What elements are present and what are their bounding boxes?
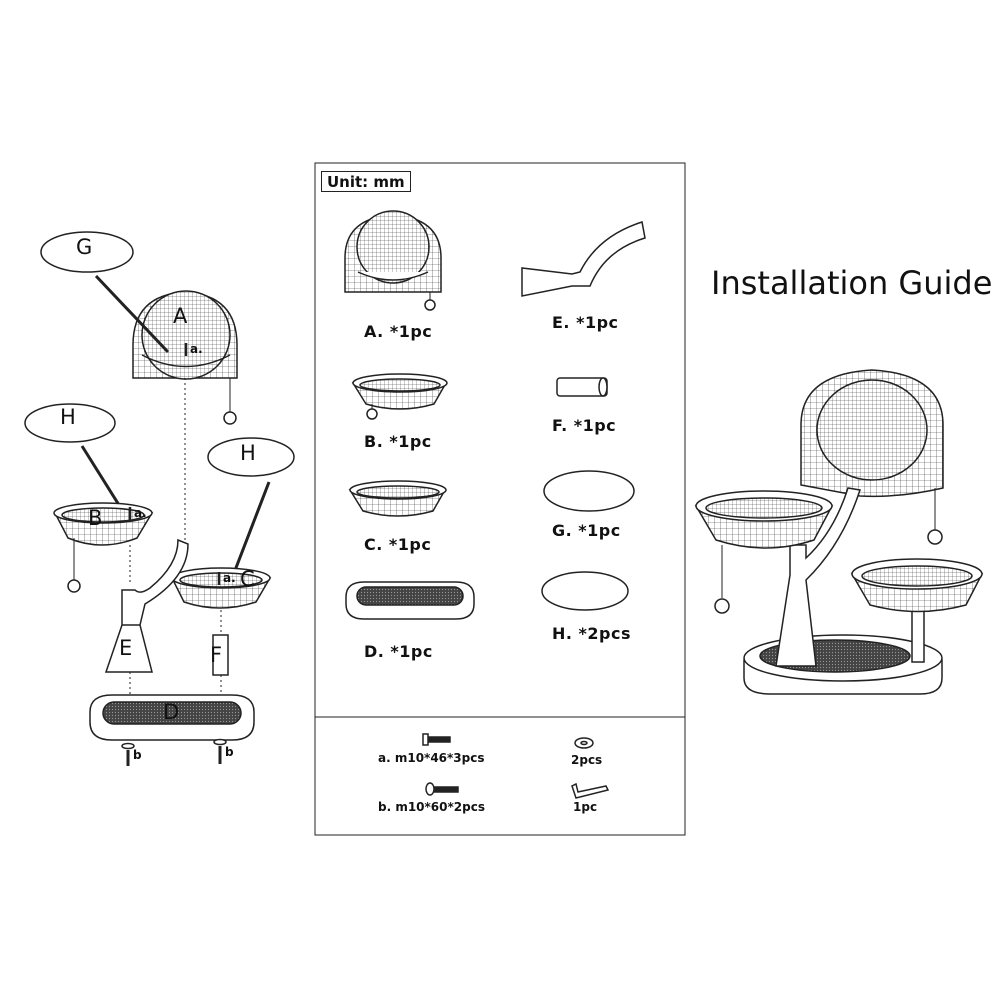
cushion-h1 bbox=[24, 403, 116, 443]
ball-b bbox=[67, 579, 81, 593]
exploded-view bbox=[24, 231, 295, 766]
part-e-label: E. *1pc bbox=[552, 313, 619, 332]
hex-key-label: 1pc bbox=[573, 800, 598, 814]
cushion-h2 bbox=[207, 437, 295, 477]
screw-a-icon bbox=[422, 733, 451, 746]
cushion-g bbox=[40, 231, 134, 273]
unit-label: Unit: mm bbox=[321, 171, 411, 192]
hex-key-icon bbox=[571, 782, 610, 799]
label-b: B bbox=[88, 506, 103, 530]
part-e-icon bbox=[521, 221, 646, 297]
screw-b-icon bbox=[425, 782, 459, 796]
assembled-view bbox=[694, 369, 984, 695]
part-a-label: A. *1pc bbox=[364, 322, 433, 341]
label-a-screw-1: a. bbox=[190, 342, 203, 356]
part-h-label: H. *2pcs bbox=[552, 624, 631, 643]
ball-a bbox=[223, 411, 237, 425]
hardware-a-label: a. m10*46*3pcs bbox=[378, 751, 485, 765]
label-g: G bbox=[76, 235, 93, 259]
label-d: D bbox=[163, 700, 180, 724]
label-b-screw-2: b bbox=[225, 745, 234, 759]
label-a-screw-2: a. bbox=[134, 506, 147, 520]
part-g-icon bbox=[543, 470, 635, 512]
hardware-b-label: b. m10*60*2pcs bbox=[378, 800, 485, 814]
parts-panel bbox=[314, 162, 686, 836]
page-title: Installation Guide bbox=[711, 264, 993, 302]
label-c: C bbox=[240, 567, 255, 591]
label-e: E bbox=[119, 636, 133, 660]
label-a: A bbox=[173, 304, 188, 328]
part-c-label: C. *1pc bbox=[364, 535, 432, 554]
label-h-2: H bbox=[240, 441, 256, 465]
label-f: F bbox=[210, 643, 223, 667]
label-a-screw-3: a. bbox=[223, 571, 236, 585]
part-h-icon bbox=[541, 571, 629, 611]
post-e bbox=[104, 538, 189, 673]
part-g-label: G. *1pc bbox=[552, 521, 621, 540]
part-b-label: B. *1pc bbox=[364, 432, 432, 451]
part-f-label: F. *1pc bbox=[552, 416, 617, 435]
label-h-1: H bbox=[60, 405, 76, 429]
part-d-label: D. *1pc bbox=[364, 642, 433, 661]
washer-label: 2pcs bbox=[571, 753, 603, 767]
label-b-screw-1: b bbox=[133, 748, 142, 762]
